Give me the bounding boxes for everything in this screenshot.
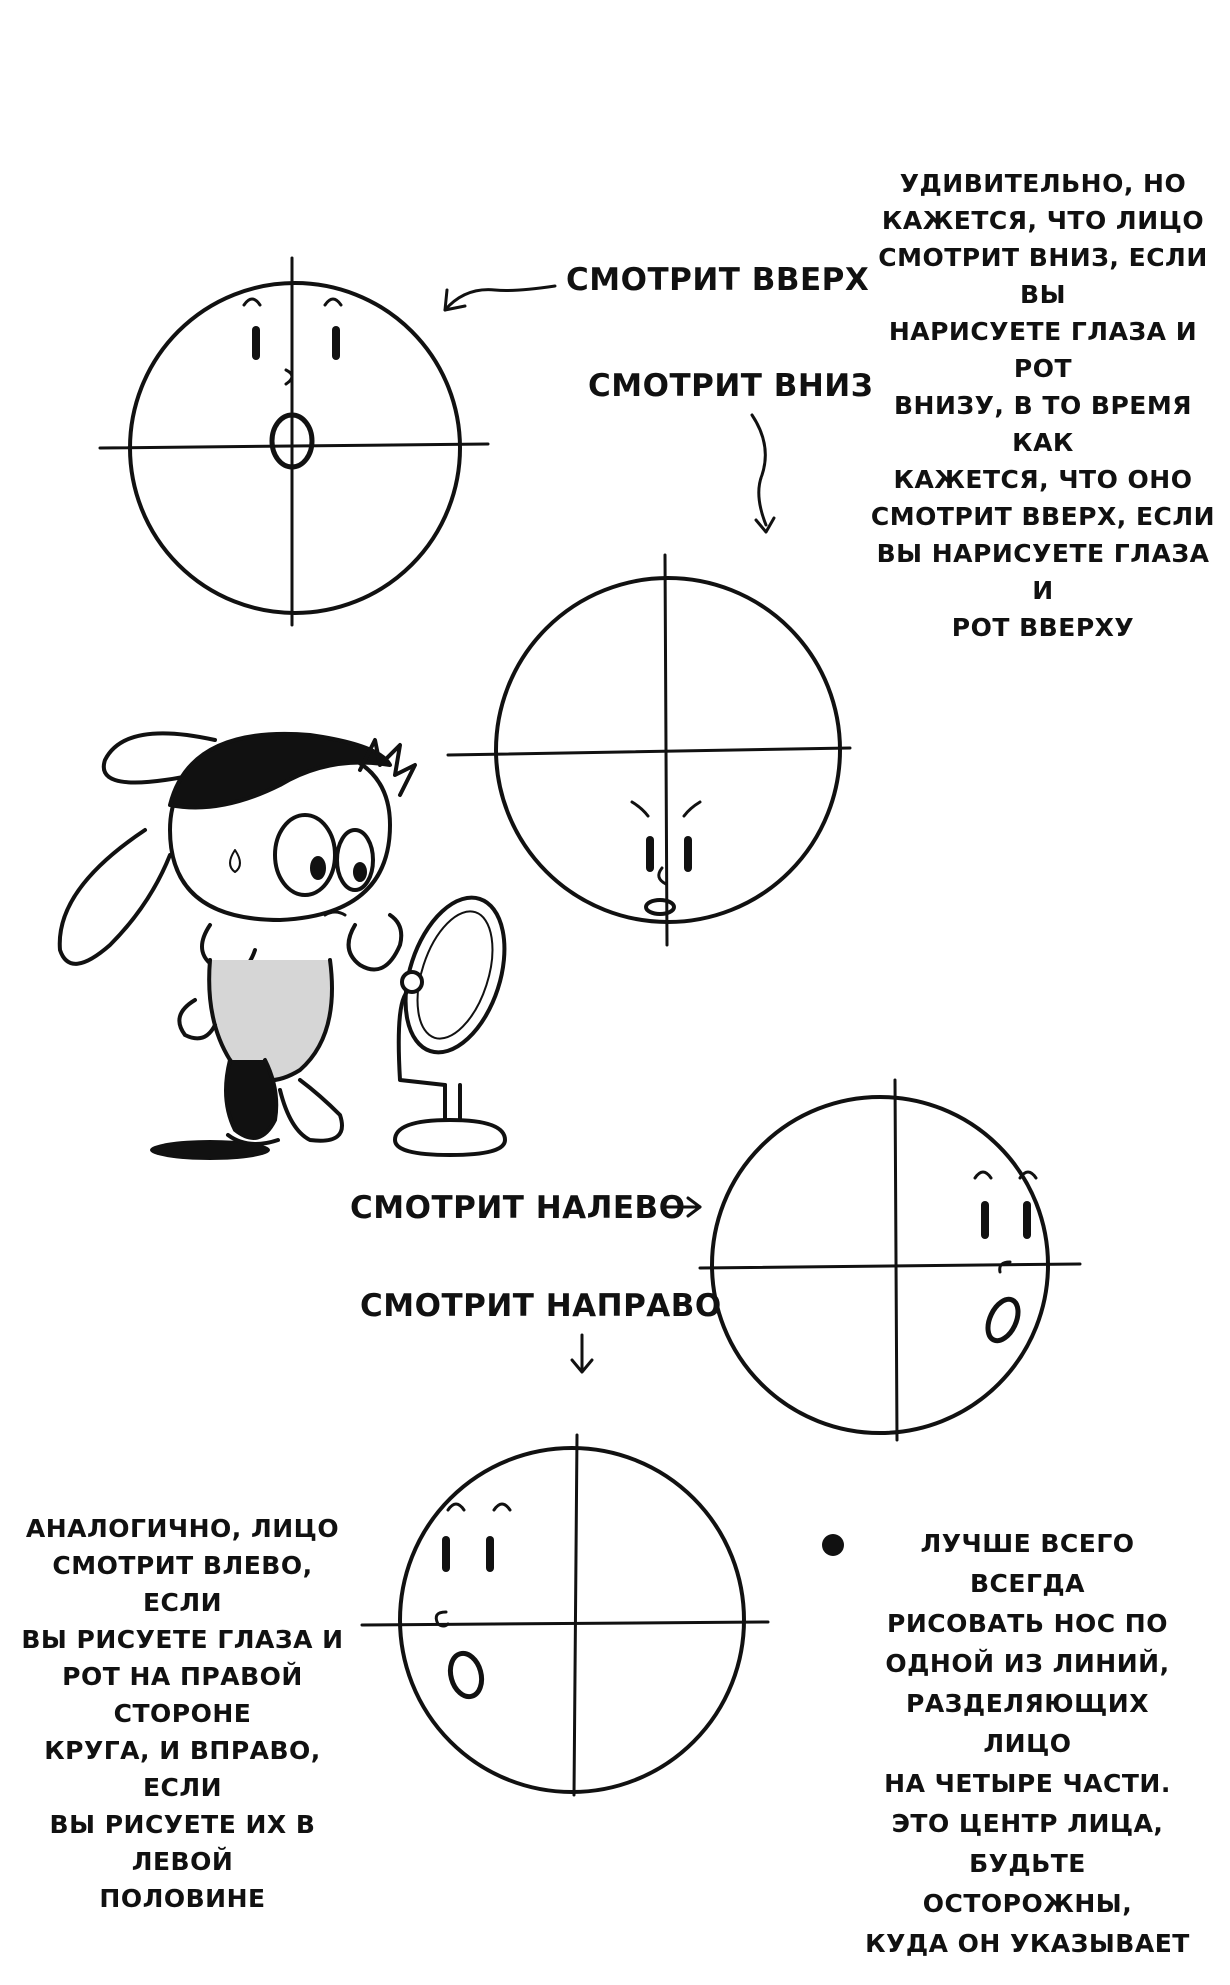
note-up-down-explanation: УДИВИТЕЛЬНО, НО КАЖЕТСЯ, ЧТО ЛИЦО СМОТРИ… — [870, 169, 1216, 642]
face-looking-left-icon — [698, 1078, 1082, 1442]
arrow-right-label-icon — [570, 1333, 594, 1374]
face-looking-right-icon — [360, 1433, 770, 1797]
arrow-up-label-icon — [443, 284, 557, 312]
face-looking-up-icon — [98, 256, 490, 627]
bullet-dot-icon — [822, 1534, 844, 1556]
arrow-left-label-icon — [663, 1196, 702, 1218]
note-left-right-explanation: АНАЛОГИЧНО, ЛИЦО СМОТРИТ ВЛЕВО, ЕСЛИ ВЫ … — [21, 1514, 344, 1913]
label-looking-down: СМОТРИТ ВНИЗ — [588, 368, 874, 404]
face-looking-down-icon — [446, 553, 852, 947]
rabbit-character-icon — [57, 731, 417, 1160]
note-nose-tip: ЛУЧШЕ ВСЕГО ВСЕГДА РИСОВАТЬ НОС ПО ОДНОЙ… — [865, 1529, 1190, 1958]
label-looking-right: СМОТРИТ НАПРАВО — [360, 1288, 722, 1324]
hand-mirror-icon — [393, 895, 507, 1157]
tip-bullet: ЛУЧШЕ ВСЕГО ВСЕГДА РИСОВАТЬ НОС ПО ОДНОЙ… — [822, 1524, 1195, 1964]
label-looking-left: СМОТРИТ НАЛЕВО — [350, 1190, 686, 1226]
label-looking-up: СМОТРИТ ВВЕРХ — [566, 262, 870, 298]
arrow-down-label-icon — [750, 413, 776, 534]
